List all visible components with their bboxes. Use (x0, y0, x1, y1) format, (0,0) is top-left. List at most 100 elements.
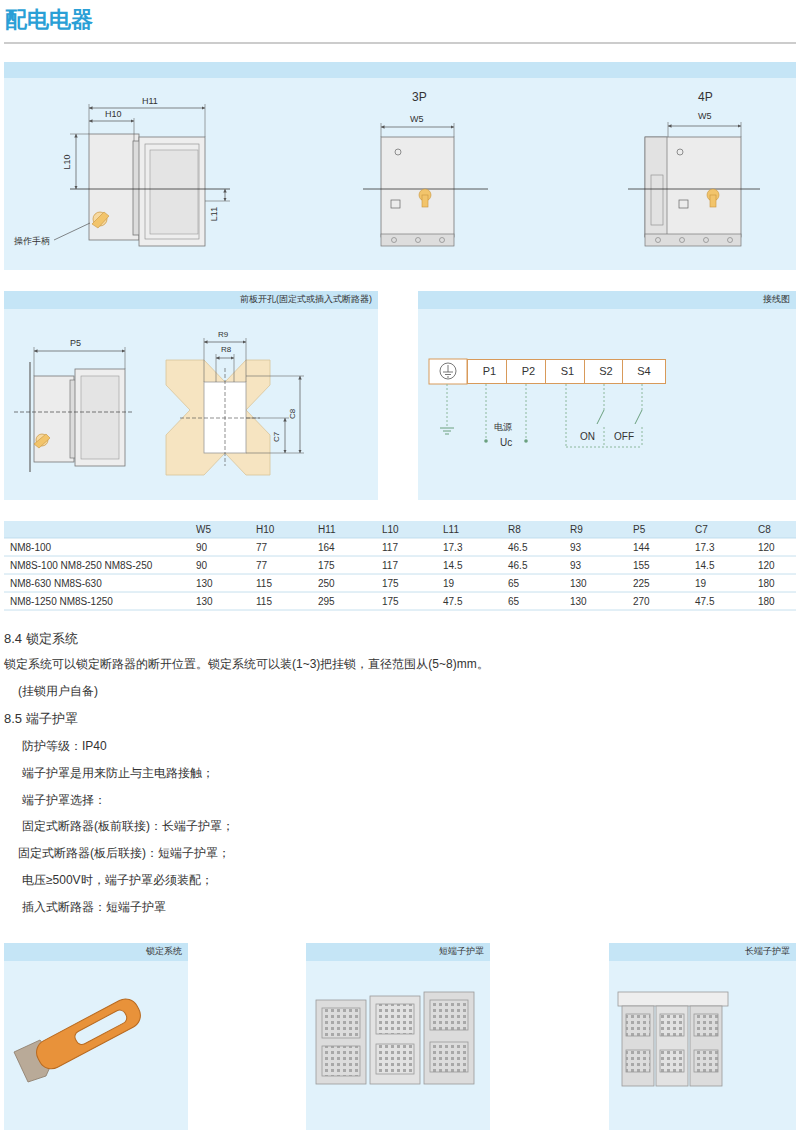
body-text: 端子护罩是用来防止与主电路接触； (22, 766, 214, 780)
table-cell: 19 (695, 578, 706, 590)
panel-heading: 锁定系统 (146, 946, 182, 957)
table-cell: 130 (570, 578, 587, 590)
dimension-label: OFF (614, 431, 634, 443)
table-header: C7 (695, 524, 708, 536)
panel: 接线图 P1P2S1S2S4 (418, 291, 796, 500)
terminal-box: S4 (622, 359, 666, 384)
body-text: 插入式断路器：短端子护罩 (22, 900, 166, 914)
table-cell: NM8S-100 NM8-250 NM8S-250 (10, 560, 152, 572)
body-text: 固定式断路器(板前联接)：长端子护罩； (22, 819, 234, 833)
page-title: 配电电器 (5, 7, 93, 33)
table-cell: 130 (196, 578, 213, 590)
table-cell: 164 (318, 542, 335, 554)
table-cell: 130 (570, 596, 587, 608)
panel-heading: 短端子护罩 (439, 946, 484, 957)
table-cell: 180 (758, 578, 775, 590)
table-cell: 46.5 (508, 542, 527, 554)
panel-heading: 前板开孔(固定式或插入式断路器) (240, 294, 372, 305)
table-cell: 144 (633, 542, 650, 554)
table-cell: 47.5 (695, 596, 714, 608)
table-header: R8 (508, 524, 521, 536)
panel: 短端子护罩 (306, 943, 490, 1130)
table-cell: 90 (196, 560, 207, 572)
dimension-label: P5 (70, 338, 81, 349)
dimension-label: C8 (288, 409, 298, 419)
table-cell: 120 (758, 560, 775, 572)
table-header: W5 (196, 524, 211, 536)
table-cell: 250 (318, 578, 335, 590)
table-header: L10 (382, 524, 399, 536)
panel: 前板开孔(固定式或插入式断路器) (4, 291, 378, 500)
dimension-label: H10 (105, 109, 122, 120)
dimension-label: R8 (221, 345, 231, 355)
panel-heading: 接线图 (763, 294, 790, 305)
table-cell: 225 (633, 578, 650, 590)
dimension-label: W5 (410, 114, 424, 125)
terminal-label: P1 (468, 365, 511, 378)
dimension-label: Uc (500, 437, 512, 449)
table-cell: NM8-1250 NM8S-1250 (10, 596, 113, 608)
table-cell: 175 (318, 560, 335, 572)
dimension-label: C7 (272, 432, 282, 442)
table-cell: 120 (758, 542, 775, 554)
dimension-label: ON (580, 431, 595, 443)
table-cell: 65 (508, 596, 519, 608)
dimension-label: R9 (218, 330, 228, 340)
terminal-label: S2 (585, 365, 627, 378)
table-header: H10 (256, 524, 274, 536)
table-cell: 180 (758, 596, 775, 608)
body-text: 锁定系统可以锁定断路器的断开位置。锁定系统可以装(1~3)把挂锁，直径范围从(5… (4, 657, 489, 671)
body-text: (挂锁用户自备) (18, 684, 98, 698)
panel: 长端子护罩 (609, 943, 796, 1130)
table-header: C8 (758, 524, 771, 536)
dimension-label: L11 (209, 207, 220, 221)
table-cell: 115 (256, 596, 272, 608)
table-cell: 14.5 (695, 560, 714, 572)
table-header: L11 (443, 524, 459, 536)
dimension-label: 4P (698, 90, 713, 104)
body-text: 端子护罩选择： (22, 793, 106, 807)
panel-heading: 长端子护罩 (745, 946, 790, 957)
table-cell: 175 (382, 596, 399, 608)
dimension-label: 电源 (494, 422, 512, 433)
table-cell: 17.3 (695, 542, 714, 554)
body-text: 8.4 锁定系统 (4, 631, 78, 647)
panel: 锁定系统 (4, 943, 188, 1130)
table-cell: 175 (382, 578, 399, 590)
table-cell: 14.5 (443, 560, 462, 572)
table-cell: 19 (443, 578, 454, 590)
body-text: 固定式断路器(板后联接)：短端子护罩； (18, 846, 230, 860)
callout-label: 操作手柄 (14, 236, 50, 247)
table-cell: 77 (256, 542, 267, 554)
table-cell: 93 (570, 560, 581, 572)
terminal-label: S4 (623, 365, 665, 378)
table-cell: 295 (318, 596, 335, 608)
dimension-label: 3P (412, 90, 427, 104)
table-cell: NM8-630 NM8S-630 (10, 578, 102, 590)
table-cell: 77 (256, 560, 267, 572)
body-text: 8.5 端子护罩 (4, 711, 78, 727)
table-cell: 46.5 (508, 560, 527, 572)
table-cell: 117 (382, 542, 398, 554)
dimension-label: W5 (698, 111, 712, 122)
table-header: P5 (633, 524, 645, 536)
dimension-label: L10 (62, 154, 73, 169)
table-cell: 17.3 (443, 542, 462, 554)
table-cell: NM8-100 (10, 542, 51, 554)
table-cell: 115 (256, 578, 272, 590)
body-text: 电压≥500V时，端子护罩必须装配； (22, 873, 213, 887)
terminal-label: S1 (546, 365, 589, 378)
dimension-label: H11 (142, 96, 158, 107)
table-cell: 93 (570, 542, 581, 554)
table-cell: 65 (508, 578, 519, 590)
table-header: R9 (570, 524, 583, 536)
table-cell: 155 (633, 560, 650, 572)
body-text: 防护等级：IP40 (22, 739, 107, 753)
table-cell: 117 (382, 560, 398, 572)
table-cell: 270 (633, 596, 650, 608)
table-header: H11 (318, 524, 336, 536)
terminal-label: P2 (507, 365, 550, 378)
table-cell: 47.5 (443, 596, 462, 608)
table-cell: 130 (196, 596, 213, 608)
table-cell: 90 (196, 542, 207, 554)
